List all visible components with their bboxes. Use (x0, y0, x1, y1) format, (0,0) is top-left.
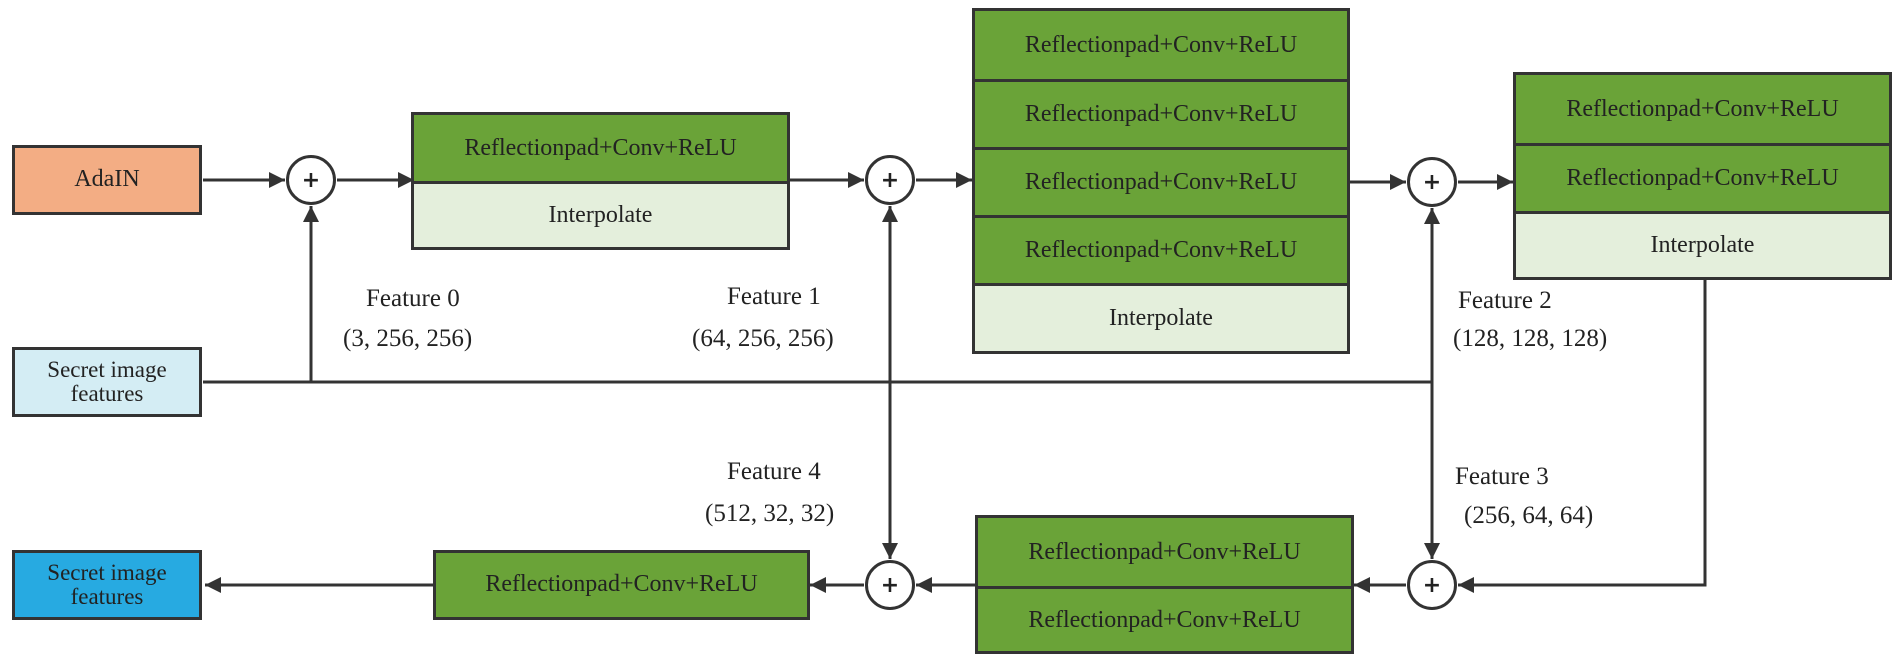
decoder-block-3: Reflectionpad+Conv+ReLU Reflectionpad+Co… (1513, 72, 1892, 280)
sum-node-1: + (865, 155, 915, 205)
interpolate-layer: Interpolate (975, 283, 1347, 351)
secret-input-line-1: Secret image (47, 356, 167, 382)
feature-4-name: Feature 4 (727, 458, 821, 485)
conv-layer: Reflectionpad+Conv+ReLU (1516, 143, 1889, 211)
conv-layer: Reflectionpad+Conv+ReLU (1516, 75, 1889, 143)
conv-layer: Reflectionpad+Conv+ReLU (485, 571, 758, 598)
adain-label: AdaIN (74, 166, 140, 193)
sum-node-4: + (865, 560, 915, 610)
feature-2-shape: (128, 128, 128) (1453, 325, 1608, 352)
sum-node-0: + (286, 155, 336, 205)
decoder-block-4: Reflectionpad+Conv+ReLU Reflectionpad+Co… (975, 515, 1354, 654)
sum-node-3: + (1407, 560, 1457, 610)
secret-input-line-2: features (70, 381, 144, 406)
decoder-block-2: Reflectionpad+Conv+ReLU Reflectionpad+Co… (972, 8, 1350, 354)
arrow-block3-to-sum3 (1458, 280, 1707, 593)
interpolate-layer: Interpolate (1516, 211, 1889, 277)
conv-layer: Reflectionpad+Conv+ReLU (975, 11, 1347, 79)
feature-3-name: Feature 3 (1455, 463, 1549, 490)
feature-0-name: Feature 0 (366, 285, 460, 312)
conv-layer: Reflectionpad+Conv+ReLU (978, 518, 1351, 586)
conv-layer: Reflectionpad+Conv+ReLU (975, 215, 1347, 283)
feature-2-name: Feature 2 (1458, 287, 1552, 314)
secret-features-output: Secret image features (12, 550, 202, 620)
feature-0-shape: (3, 256, 256) (343, 325, 473, 352)
feature-1-shape: (64, 256, 256) (692, 325, 834, 352)
sum-node-2: + (1407, 157, 1457, 207)
adain-input: AdaIN (12, 145, 202, 215)
conv-layer: Reflectionpad+Conv+ReLU (975, 79, 1347, 147)
feature-3-shape: (256, 64, 64) (1464, 502, 1594, 529)
feature-1-name: Feature 1 (727, 283, 821, 310)
secret-output-line-2: features (70, 584, 144, 609)
decoder-block-1: Reflectionpad+Conv+ReLU Interpolate (411, 112, 790, 250)
conv-layer: Reflectionpad+Conv+ReLU (975, 147, 1347, 215)
decoder-block-5: Reflectionpad+Conv+ReLU (433, 550, 810, 620)
feature-4-shape: (512, 32, 32) (705, 500, 835, 527)
secret-output-line-1: Secret image (47, 559, 167, 585)
conv-layer: Reflectionpad+Conv+ReLU (978, 586, 1351, 651)
conv-layer: Reflectionpad+Conv+ReLU (414, 115, 787, 181)
secret-features-input: Secret image features (12, 347, 202, 417)
interpolate-layer: Interpolate (414, 181, 787, 247)
